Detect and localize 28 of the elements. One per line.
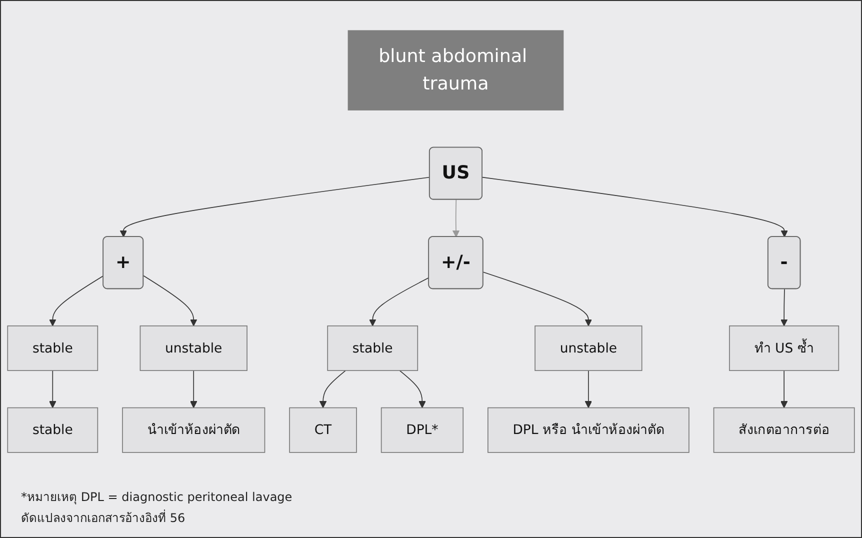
- arrow: [482, 177, 788, 238]
- node-box: ทำ US ซ้ำ: [729, 326, 840, 372]
- footnote: *หมายเหตุ DPL = diagnostic peritoneal lavage: [21, 489, 292, 506]
- footnote: ดัดแปลงจากเอกสารอ้างอิงที่ 56: [21, 508, 186, 527]
- node-box: สังเกตอาการต่อ: [713, 408, 855, 454]
- node-box: blunt abdominal trauma: [348, 30, 564, 111]
- node-box: DPL หรือ นำเข้าห้องผ่าตัด: [488, 408, 690, 454]
- node-box: CT: [289, 408, 357, 454]
- arrow: [143, 276, 198, 327]
- node-box: stable: [7, 408, 98, 454]
- node-box: unstable: [140, 326, 248, 372]
- arrow: [368, 278, 430, 327]
- arrow: [49, 370, 56, 409]
- node-box: unstable: [534, 326, 642, 372]
- node-box: stable: [327, 326, 418, 372]
- node-box: DPL*: [380, 408, 464, 454]
- node-box: นำเข้าห้องผ่าตัด: [122, 408, 266, 454]
- node-box: stable: [7, 326, 98, 372]
- arrow: [452, 200, 460, 238]
- arrow: [584, 370, 592, 409]
- arrow: [482, 272, 592, 327]
- arrow: [49, 276, 104, 327]
- arrow: [120, 177, 430, 238]
- arrow: [319, 370, 346, 409]
- arrow: [780, 370, 788, 409]
- arrow: [399, 370, 426, 409]
- arrow: [190, 370, 198, 409]
- arrow: [780, 289, 788, 327]
